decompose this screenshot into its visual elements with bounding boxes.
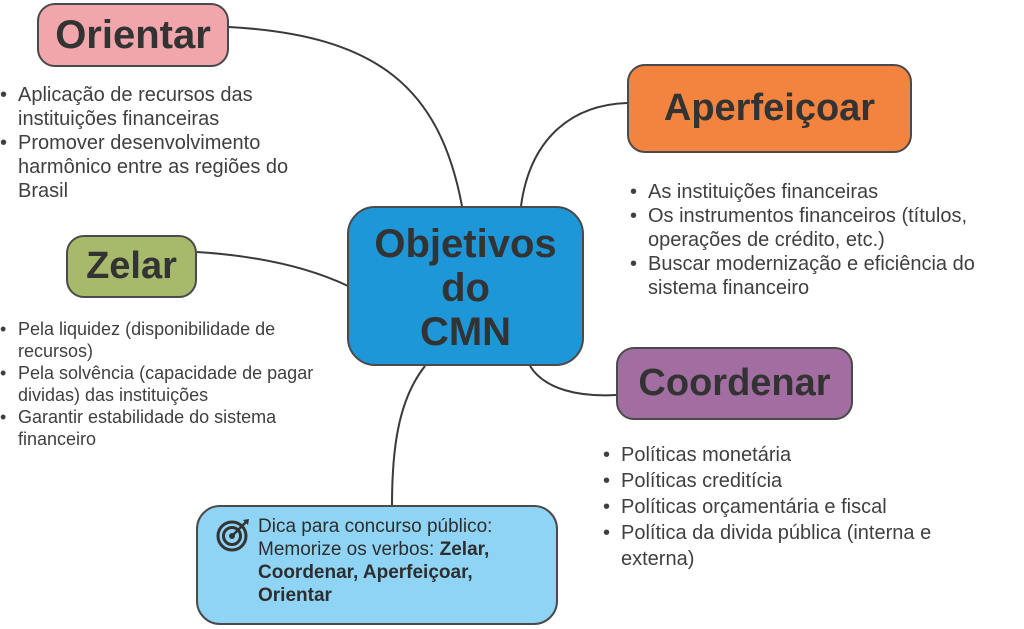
tip-text: Dica para concurso público: Memorize os …	[258, 515, 548, 607]
central-title-line: do	[441, 266, 490, 310]
tip-verbs: Zelar, Coordenar, Aperfeiçoar, Orientar	[258, 539, 490, 606]
connector-orientar	[228, 26, 463, 207]
branch-zelar-label: Zelar	[86, 245, 177, 287]
tip-box: Dica para concurso público: Memorize os …	[196, 505, 558, 625]
list-item: Os instrumentos financeiros (títulos, op…	[630, 204, 1024, 252]
list-item: As instituições financeiras	[630, 180, 1024, 204]
aperfeicoar-list: As instituições financeiras Os instrumen…	[630, 180, 1024, 300]
target-icon	[216, 519, 249, 552]
list-item: Garantir estabilidade do sistema finance…	[0, 406, 320, 450]
list-item: Políticas monetária	[603, 442, 1003, 468]
list-item: Políticas creditícia	[603, 468, 1003, 494]
central-node: Objetivos do CMN	[347, 206, 584, 366]
branch-aperfeicoar-label: Aperfeiçoar	[663, 87, 876, 129]
central-title-line: Objetivos	[374, 222, 557, 266]
connector-aperfeicoar	[520, 102, 628, 207]
central-title-line: CMN	[419, 310, 512, 354]
tip-line2-prefix: Memorize os verbos:	[258, 539, 440, 560]
list-item: Promover desenvolvimento harmônico entre…	[0, 131, 300, 203]
branch-zelar-node: Zelar	[66, 235, 197, 298]
tip-line1: Dica para concurso público:	[258, 516, 493, 537]
coordenar-list: Políticas monetária Políticas creditícia…	[603, 442, 1003, 572]
list-item: Pela liquidez (disponibilidade de recurs…	[0, 318, 320, 362]
connector-zelar	[196, 251, 349, 287]
branch-orientar-node: Orientar	[37, 3, 229, 67]
zelar-list: Pela liquidez (disponibilidade de recurs…	[0, 318, 320, 450]
list-item: Pela solvência (capacidade de pagar divi…	[0, 362, 320, 406]
connector-tip	[391, 365, 426, 506]
connector-coordenar	[529, 365, 617, 397]
list-item: Política da divida pública (interna e ex…	[603, 520, 1003, 572]
branch-aperfeicoar-node: Aperfeiçoar	[627, 64, 912, 153]
list-item: Políticas orçamentária e fiscal	[603, 494, 1003, 520]
list-item: Aplicação de recursos das instituições f…	[0, 83, 300, 131]
branch-coordenar-label: Coordenar	[638, 362, 831, 404]
branch-coordenar-node: Coordenar	[616, 347, 853, 420]
orientar-list: Aplicação de recursos das instituições f…	[0, 83, 300, 203]
list-item: Buscar modernização e eficiência do sist…	[630, 252, 1024, 300]
branch-orientar-label: Orientar	[55, 12, 211, 57]
